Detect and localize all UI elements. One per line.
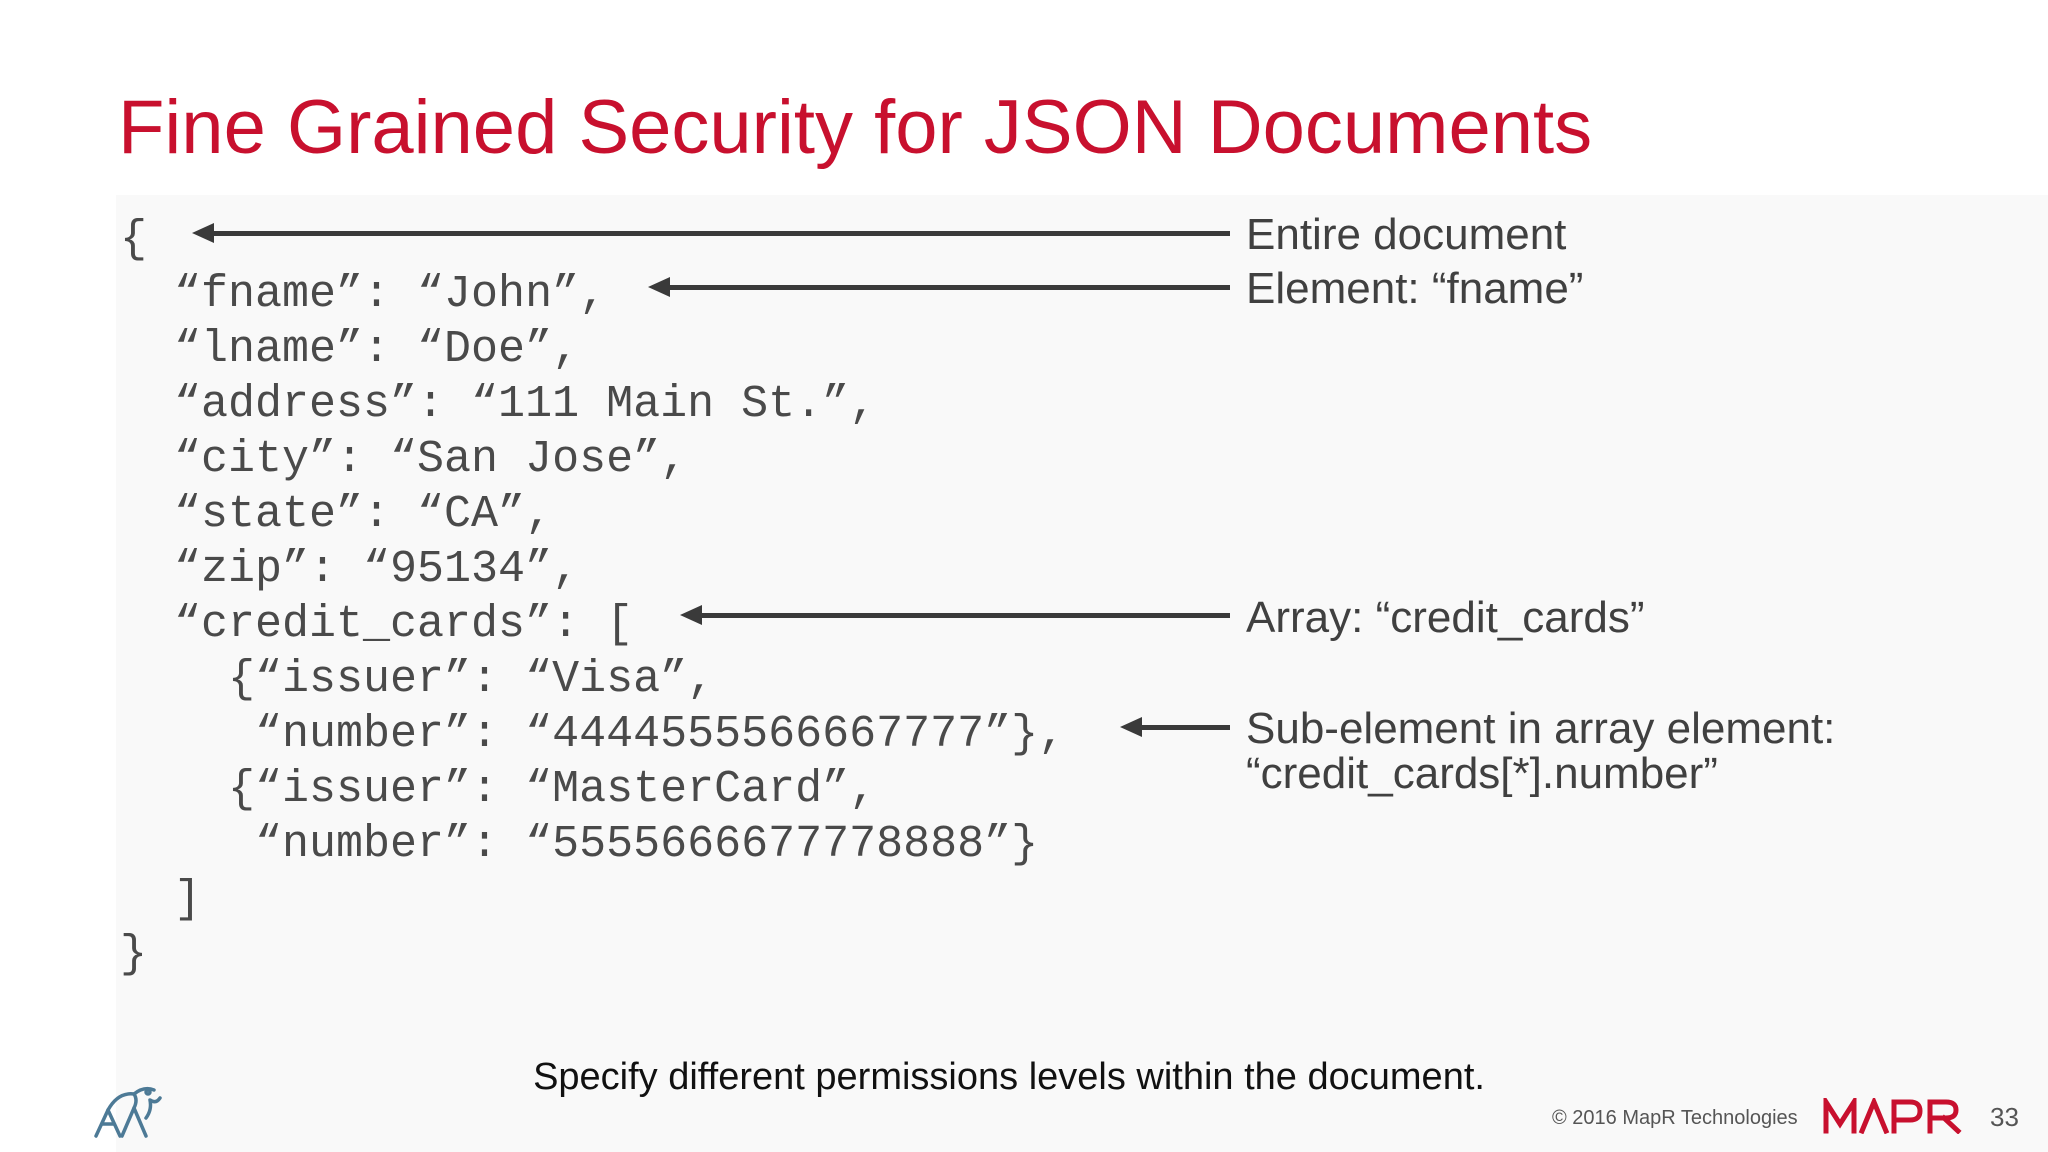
code-panel [116,195,2048,1152]
arrowhead-left-icon [648,277,670,297]
code-line: “city”: “San Jose”, [120,434,688,485]
label-element-fname: Element: “fname” [1246,264,1584,313]
code-line: { [120,214,148,265]
arrowhead-left-icon [680,605,702,625]
code-line: “number”: “5555666677778888”} [120,819,1039,870]
code-line: {“issuer”: “MasterCard”, [120,764,877,815]
code-line: “state”: “CA”, [120,489,553,540]
label-sub-element-line2: “credit_cards[*].number” [1246,749,1718,798]
code-line: “zip”: “95134”, [120,544,580,595]
arrow-array-credit-cards [680,605,1230,625]
json-code-block: { “fname”: “John”, “lname”: “Doe”, “addr… [120,212,1065,982]
label-entire-document: Entire document [1246,210,1567,259]
code-line: “number”: “4444555566667777”}, [120,709,1066,760]
arrowhead-left-icon [192,223,214,243]
page-number: 33 [1990,1102,2019,1132]
arrow-element-fname [648,277,1230,297]
mapr-logo [1823,1098,1962,1134]
code-line: {“issuer”: “Visa”, [120,654,715,705]
arrowhead-left-icon [1120,717,1142,737]
code-line: } [120,929,148,980]
slide-title: Fine Grained Security for JSON Documents [118,85,1593,170]
arrow-sub-element-number [1120,717,1230,737]
arrow-entire-document [192,223,1230,243]
code-line: ] [120,874,202,925]
code-line: “credit_cards”: [ [120,599,634,650]
slide-caption: Specify different permissions levels wit… [533,1056,1485,1098]
elephant-mascot-icon [94,1086,162,1138]
label-array-credit-cards: Array: “credit_cards” [1246,593,1645,642]
code-line: “lname”: “Doe”, [120,324,580,375]
label-sub-element-line1: Sub-element in array element: [1246,704,1836,753]
code-line: “address”: “111 Main St.”, [120,379,877,430]
copyright-text: © 2016 MapR Technologies [1552,1107,1798,1129]
code-line: “fname”: “John”, [120,269,607,320]
